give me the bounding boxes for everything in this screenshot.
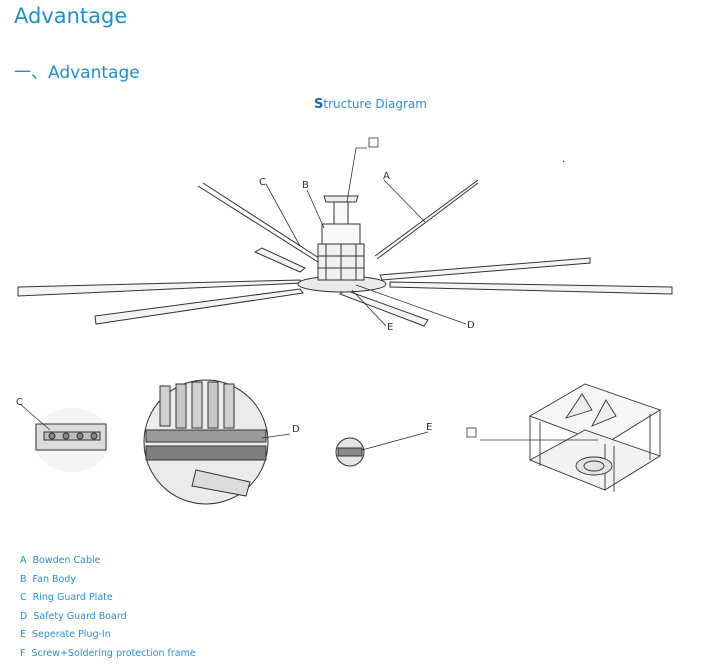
legend-key: F	[20, 647, 26, 659]
diagram-title-rest: tructure Diagram	[323, 97, 427, 111]
detail-protection-frame	[466, 383, 662, 492]
legend-key: C	[20, 592, 27, 603]
legend-item: D Safety Guard Board	[20, 608, 196, 627]
diagram-title-lead: S	[314, 97, 324, 112]
legend-text: Fan Body	[32, 573, 76, 585]
legend-text: Safety Guard Board	[33, 610, 127, 622]
label-c-detail: C	[16, 397, 23, 408]
page-title: Advantage	[14, 4, 128, 28]
detail-safety-guard-board	[143, 379, 291, 505]
section-heading: 一、Advantage	[14, 63, 140, 83]
label-b-main: B	[302, 180, 309, 191]
legend-text: Screw+Soldering protection frame	[31, 647, 196, 659]
label-d-main: D	[467, 320, 475, 331]
fan-main-drawing	[17, 137, 673, 327]
legend-item: F Screw+Soldering protection frame	[20, 645, 196, 664]
detail-separate-plug-in	[335, 431, 429, 467]
detail-ring-guard-plate	[19, 403, 110, 472]
legend-text: Ring Guard Plate	[32, 592, 113, 603]
legend-item: C Ring Guard Plate	[20, 589, 196, 608]
legend-text: Seperate Plug-In	[32, 629, 111, 640]
label-c-main: C	[259, 177, 266, 188]
legend-item: E Seperate Plug-In	[20, 626, 196, 645]
legend-text: Bowden Cable	[32, 555, 101, 566]
dot-mark: .	[562, 154, 565, 165]
label-a-main: A	[383, 171, 390, 182]
legend-key: E	[20, 629, 27, 640]
legend-key: D	[20, 610, 28, 622]
legend-key: A	[20, 555, 27, 566]
diagram-title: Structure Diagram	[314, 97, 427, 112]
label-e-detail: E	[426, 422, 432, 433]
legend-item: A Bowden Cable	[20, 552, 196, 571]
legend-item: B Fan Body	[20, 571, 196, 590]
label-e-main: E	[387, 322, 393, 333]
label-d-detail: D	[292, 424, 300, 435]
legend-key: B	[20, 573, 27, 585]
